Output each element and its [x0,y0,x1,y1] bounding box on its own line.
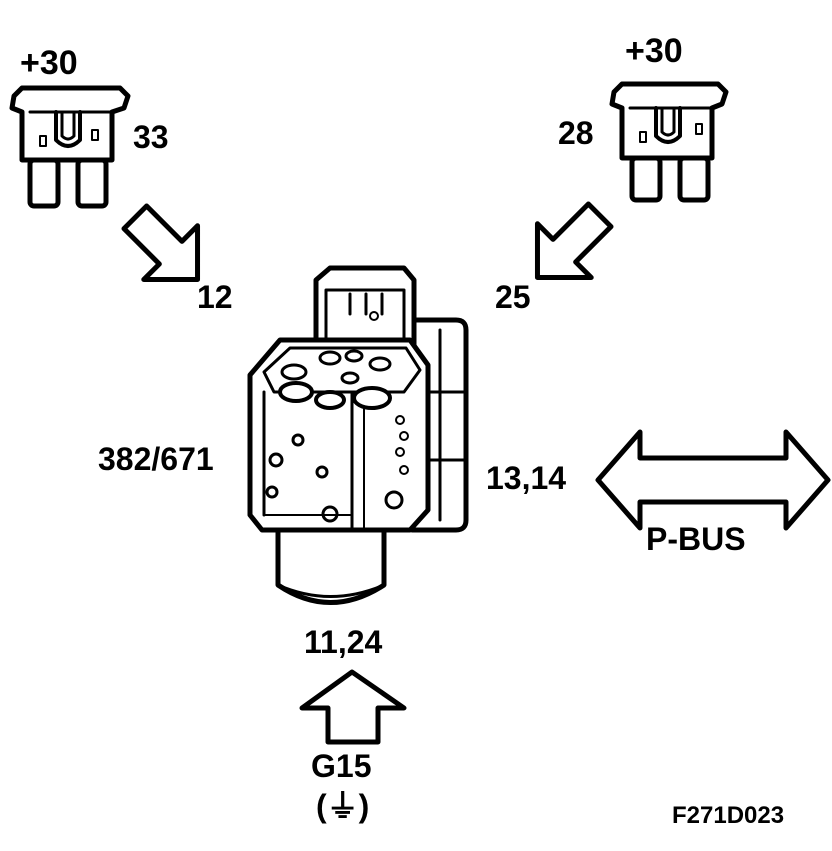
p-bus-arrow-icon [595,429,831,531]
left-fuse-icon [9,85,131,209]
right-fuse-pin-label: 25 [495,279,531,315]
ground-pins-label: 11,24 [304,624,383,660]
left-fuse-number-label: 33 [133,119,169,155]
ground-arrow-icon [299,669,407,745]
right-input-arrow-icon [534,201,614,281]
left-input-arrow-icon [121,203,201,283]
left-fuse-supply-label: +30 [20,44,78,82]
left-fuse-pin-label: 12 [197,279,233,315]
right-fuse-supply-label: +30 [625,32,683,70]
bus-pins-label: 13,14 [486,460,567,496]
right-fuse-number-label: 28 [558,115,594,151]
p-bus-label: P-BUS [646,521,746,557]
ground-symbol-icon: (⏚) [316,788,370,824]
ground-name-label: G15 [311,748,372,784]
abs-module-icon [247,265,469,605]
module-code-label: 382/671 [98,441,214,477]
right-fuse-icon [609,81,729,203]
figure-id-label: F271D023 [672,802,785,829]
